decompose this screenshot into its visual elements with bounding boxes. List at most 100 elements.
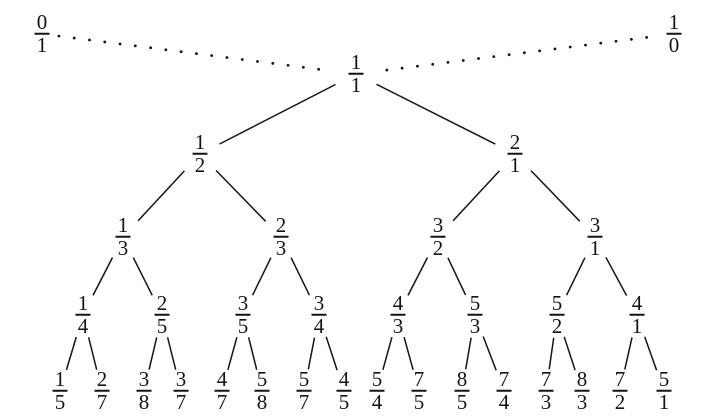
dotted-edge-0-1-to-1-1 <box>57 34 330 72</box>
fraction-node-3-over-2: 3 2 <box>430 214 446 258</box>
fraction-node-5-over-2: 5 2 <box>549 292 565 336</box>
tree-edge-3-5-to-4-7 <box>227 337 238 370</box>
tree-edge-4-3-to-5-4 <box>382 337 393 370</box>
denominator: 0 <box>668 32 680 57</box>
fraction-bar-line <box>336 389 352 392</box>
fraction-bar-line <box>656 389 672 392</box>
numerator: 1 <box>350 49 362 74</box>
fraction-bar-line <box>136 389 152 392</box>
fraction-node-4-over-7: 4 7 <box>214 368 230 414</box>
tree-edge-1-3-to-1-4 <box>92 257 114 296</box>
denominator: 8 <box>138 389 150 414</box>
numerator: 1 <box>77 290 89 315</box>
fraction-bar-line <box>390 313 406 316</box>
numerator: 3 <box>313 290 325 315</box>
fraction-bar-line <box>587 235 603 238</box>
denominator: 5 <box>54 389 66 414</box>
denominator: 1 <box>36 32 48 57</box>
fraction-node-1-over-1: 1 1 <box>348 49 364 97</box>
denominator: 7 <box>298 389 310 414</box>
denominator: 4 <box>498 389 510 414</box>
numerator: 0 <box>36 9 48 34</box>
tree-edge-2-3-to-3-5 <box>251 257 272 296</box>
denominator: 3 <box>540 389 552 414</box>
fraction-bar-line <box>154 313 170 316</box>
fraction-node-8-over-5: 8 5 <box>454 368 470 412</box>
numerator: 5 <box>298 366 310 391</box>
numerator: 4 <box>631 290 643 315</box>
denominator: 5 <box>237 313 249 338</box>
fraction-bar-line <box>549 313 565 316</box>
fraction-bar-line <box>75 313 91 316</box>
tree-edge-3-4-to-4-5 <box>325 336 338 371</box>
numerator: 3 <box>138 366 150 391</box>
tree-edge-1-2-to-2-3 <box>215 169 267 222</box>
denominator: 3 <box>392 313 404 338</box>
fraction-node-5-over-8: 5 8 <box>254 366 270 414</box>
fraction-node-1-over-3: 1 3 <box>115 212 131 258</box>
denominator: 3 <box>275 235 287 260</box>
numerator: 3 <box>589 212 601 237</box>
fraction-bar-line <box>348 72 364 75</box>
numerator: 7 <box>498 366 510 391</box>
fraction-node-8-over-3: 8 3 <box>574 368 590 414</box>
fraction-bar-line <box>411 389 427 392</box>
numerator: 4 <box>392 290 404 315</box>
fraction-bar-line <box>454 389 470 392</box>
denominator: 7 <box>216 389 228 414</box>
tree-edge-1-2-to-1-3 <box>137 170 185 222</box>
fraction-bar-line <box>311 313 327 316</box>
numerator: 5 <box>371 366 383 391</box>
fraction-node-2-over-3: 2 3 <box>273 214 289 260</box>
fraction-node-7-over-4: 7 4 <box>496 366 512 414</box>
dotted-edge-1-1-to-1-0 <box>385 34 659 72</box>
denominator: 1 <box>350 72 362 97</box>
tree-edge-3-1-to-5-2 <box>565 257 586 296</box>
fraction-node-3-over-8: 3 8 <box>136 366 152 414</box>
denominator: 3 <box>576 389 588 414</box>
fraction-node-5-over-1: 5 1 <box>656 368 672 412</box>
fraction-node-1-over-0: 1 0 <box>666 11 682 57</box>
fraction-node-2-over-7: 2 7 <box>94 366 110 414</box>
fraction-node-7-over-2: 7 2 <box>612 366 628 412</box>
tree-edge-4-1-to-5-1 <box>643 336 658 371</box>
numerator: 3 <box>237 290 249 315</box>
fraction-node-3-over-1: 3 1 <box>587 212 603 260</box>
fraction-bar-line <box>34 32 50 35</box>
numerator: 7 <box>540 366 552 391</box>
tree-edge-2-1-to-3-2 <box>452 170 500 222</box>
tree-edge-4-1-to-7-2 <box>624 337 633 370</box>
numerator: 1 <box>117 212 129 237</box>
denominator: 7 <box>96 389 108 414</box>
fraction-node-3-over-4: 3 4 <box>311 290 327 336</box>
denominator: 1 <box>509 152 521 177</box>
tree-edge-2-1-to-3-1 <box>530 170 581 222</box>
denominator: 8 <box>256 389 268 414</box>
fraction-node-2-over-5: 2 5 <box>154 292 170 336</box>
fraction-node-3-over-5: 3 5 <box>235 290 251 338</box>
fraction-bar-line <box>214 389 230 392</box>
denominator: 1 <box>589 235 601 260</box>
denominator: 2 <box>194 152 206 177</box>
fraction-node-7-over-5: 7 5 <box>411 368 427 414</box>
denominator: 4 <box>371 389 383 414</box>
numerator: 2 <box>96 366 108 391</box>
numerator: 5 <box>256 366 268 391</box>
fraction-node-7-over-3: 7 3 <box>538 366 554 414</box>
numerator: 1 <box>54 366 66 391</box>
fraction-bar-line <box>369 389 385 392</box>
tree-edge-3-2-to-4-3 <box>407 257 429 296</box>
numerator: 7 <box>614 366 626 391</box>
tree-edge-5-2-to-7-3 <box>548 337 555 370</box>
tree-edge-1-4-to-2-7 <box>87 337 98 370</box>
numerator: 1 <box>194 129 206 154</box>
denominator: 5 <box>413 389 425 414</box>
tree-edge-3-2-to-5-3 <box>447 257 467 296</box>
fraction-bar-line <box>254 389 270 392</box>
tree-edge-5-2-to-8-3 <box>563 336 576 371</box>
tree-edge-1-1-to-1-2 <box>219 83 336 145</box>
tree-edge-1-4-to-1-5 <box>65 336 78 371</box>
fraction-bar-line <box>538 389 554 392</box>
